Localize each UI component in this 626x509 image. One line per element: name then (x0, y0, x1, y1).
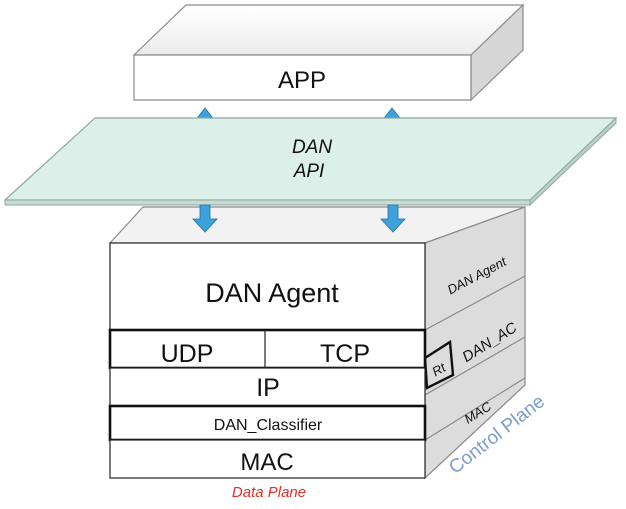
arrow-left-lower (192, 204, 218, 233)
data-plane-label: Data Plane (232, 484, 306, 501)
udp-label: UDP (161, 340, 214, 368)
api-plane-edge (4, 199, 531, 206)
stack-box: Rt DAN Agent UDP TCP IP DAN_Classifier M… (108, 206, 526, 480)
rt-box: Rt (423, 339, 455, 390)
dan-agent-layer (109, 242, 426, 331)
tcp-label: TCP (320, 340, 370, 368)
dan-agent-label: DAN Agent (205, 278, 339, 308)
api-label-line1: DAN (292, 137, 332, 158)
mac-label: MAC (240, 449, 293, 476)
api-plane-surface (3, 117, 618, 201)
ip-label: IP (256, 374, 280, 402)
transport-layer (108, 328, 427, 370)
arrow-right-lower (380, 204, 406, 233)
api-plane-side-edge (529, 116, 617, 207)
app-box: APP (132, 3, 525, 102)
mac-layer (109, 439, 426, 479)
api-plane: DAN API (3, 116, 618, 207)
app-label: APP (278, 67, 326, 94)
ip-layer (109, 367, 426, 407)
classifier-label: DAN_Classifier (214, 417, 323, 434)
app-box-top (132, 4, 525, 56)
api-label-line2: API (293, 161, 325, 182)
app-box-side (470, 3, 524, 102)
